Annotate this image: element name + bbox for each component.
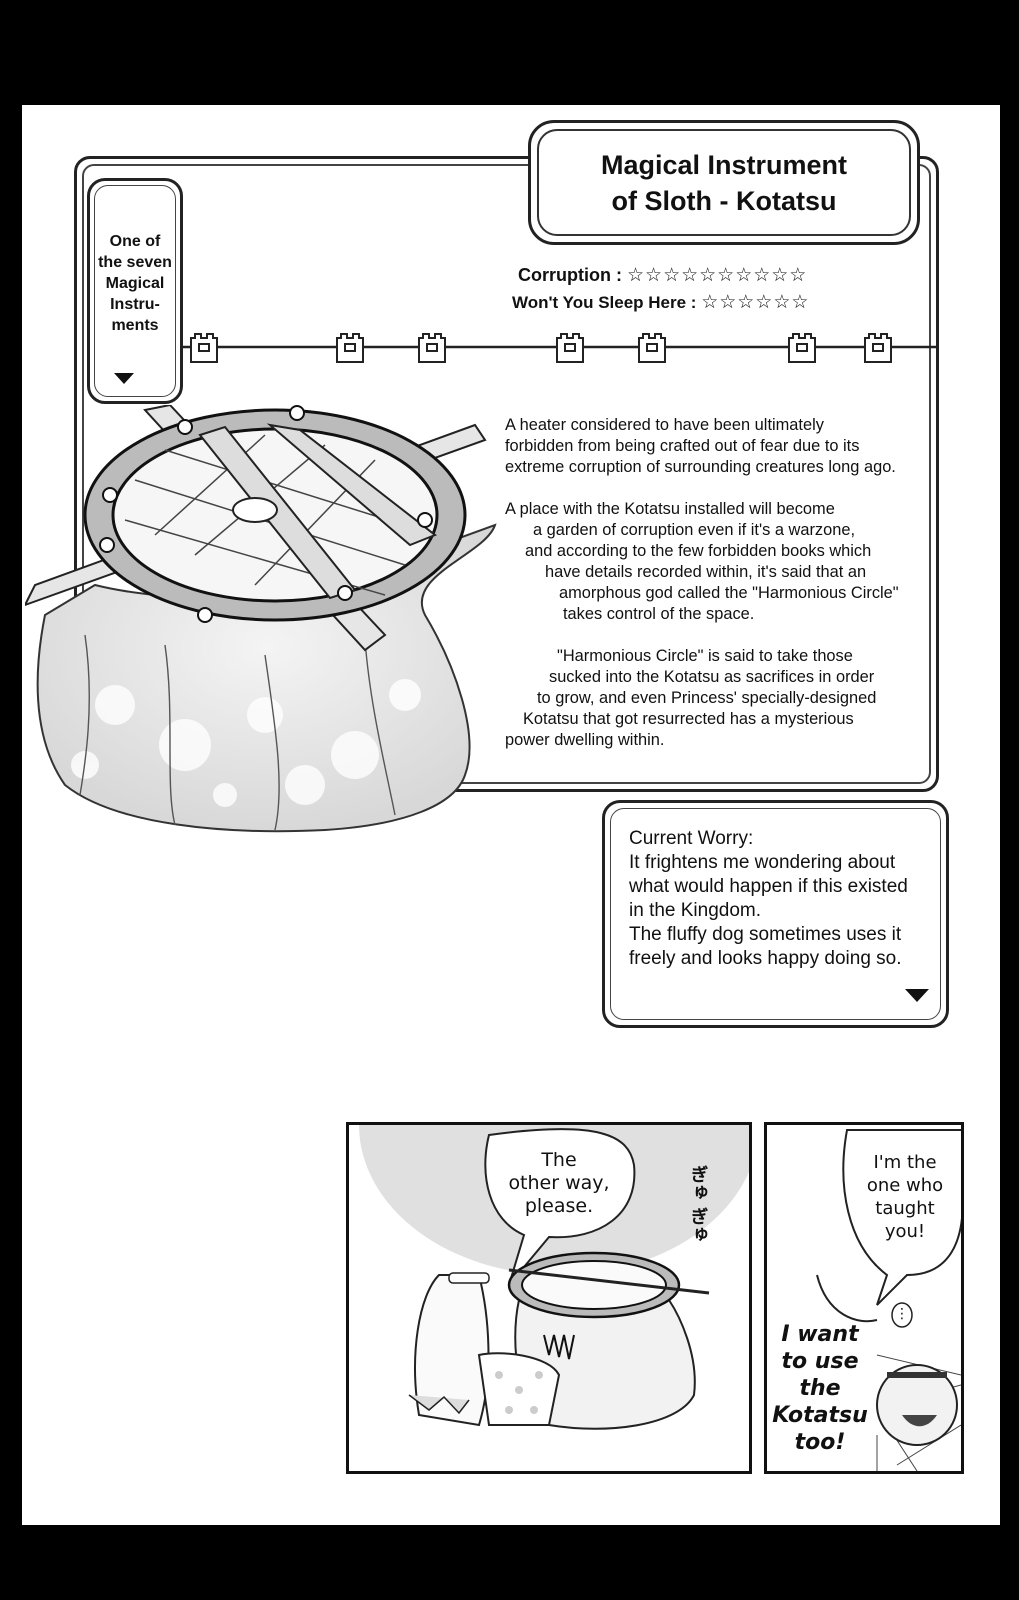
- speech-bubble-text: The other way, please.: [508, 1149, 610, 1217]
- arrow-down-icon: [114, 373, 134, 384]
- comic-panel-1: The other way, please. ぎゅ ぎゅ: [346, 1122, 752, 1474]
- star-rating: ☆☆☆☆☆☆: [701, 292, 810, 313]
- castle-block-icon: [638, 333, 666, 363]
- kotatsu-illustration: [25, 405, 497, 833]
- stat-label: Won't You Sleep Here :: [512, 293, 697, 312]
- stat-sleep: Won't You Sleep Here : ☆☆☆☆☆☆: [512, 291, 809, 314]
- current-worry-text: Current Worry: It frightens me wondering…: [629, 828, 908, 969]
- sound-effect: ぎゅ ぎゅ: [687, 1165, 708, 1244]
- castle-block-icon: [190, 333, 218, 363]
- description-paragraph: A heater considered to have been ultimat…: [505, 416, 896, 476]
- star-rating: ☆☆☆☆☆☆☆☆☆☆: [627, 265, 808, 286]
- castle-divider: [183, 333, 938, 363]
- stat-label: Corruption :: [518, 265, 622, 285]
- ellipsis-mark: ⋮: [895, 1306, 909, 1322]
- speech-bubble-text: I'm the one who taught you!: [866, 1152, 944, 1242]
- item-title: Magical Instrument of Sloth - Kotatsu: [600, 149, 848, 216]
- panel2-art: [816, 1129, 961, 1471]
- side-label-box: One of the seven Magical Instru- ments: [87, 178, 183, 404]
- castle-block-icon: [864, 333, 892, 363]
- item-description: A heater considered to have been ultimat…: [505, 415, 937, 772]
- castle-block-icon: [336, 333, 364, 363]
- castle-block-icon: [788, 333, 816, 363]
- description-paragraph: "Harmonious Circle" is said to take thos…: [505, 647, 877, 749]
- comic-panel-2: I'm the one who taught you! ⋮ I want to …: [764, 1122, 964, 1474]
- shout-text: I want to use the Kotatsu too!: [772, 1322, 868, 1455]
- castle-block-icon: [418, 333, 446, 363]
- current-worry-box: Current Worry: It frightens me wondering…: [602, 800, 949, 1028]
- info-card-inner-frame: [82, 164, 931, 784]
- panel1-art: [359, 1125, 749, 1430]
- side-label: One of the seven Magical Instru- ments: [98, 233, 172, 334]
- castle-block-icon: [556, 333, 584, 363]
- stat-corruption: Corruption : ☆☆☆☆☆☆☆☆☆☆: [518, 264, 807, 287]
- arrow-down-icon: [905, 989, 929, 1002]
- title-box: Magical Instrument of Sloth - Kotatsu: [528, 120, 920, 245]
- info-card-frame: [74, 156, 939, 792]
- description-paragraph: A place with the Kotatsu installed will …: [505, 500, 899, 623]
